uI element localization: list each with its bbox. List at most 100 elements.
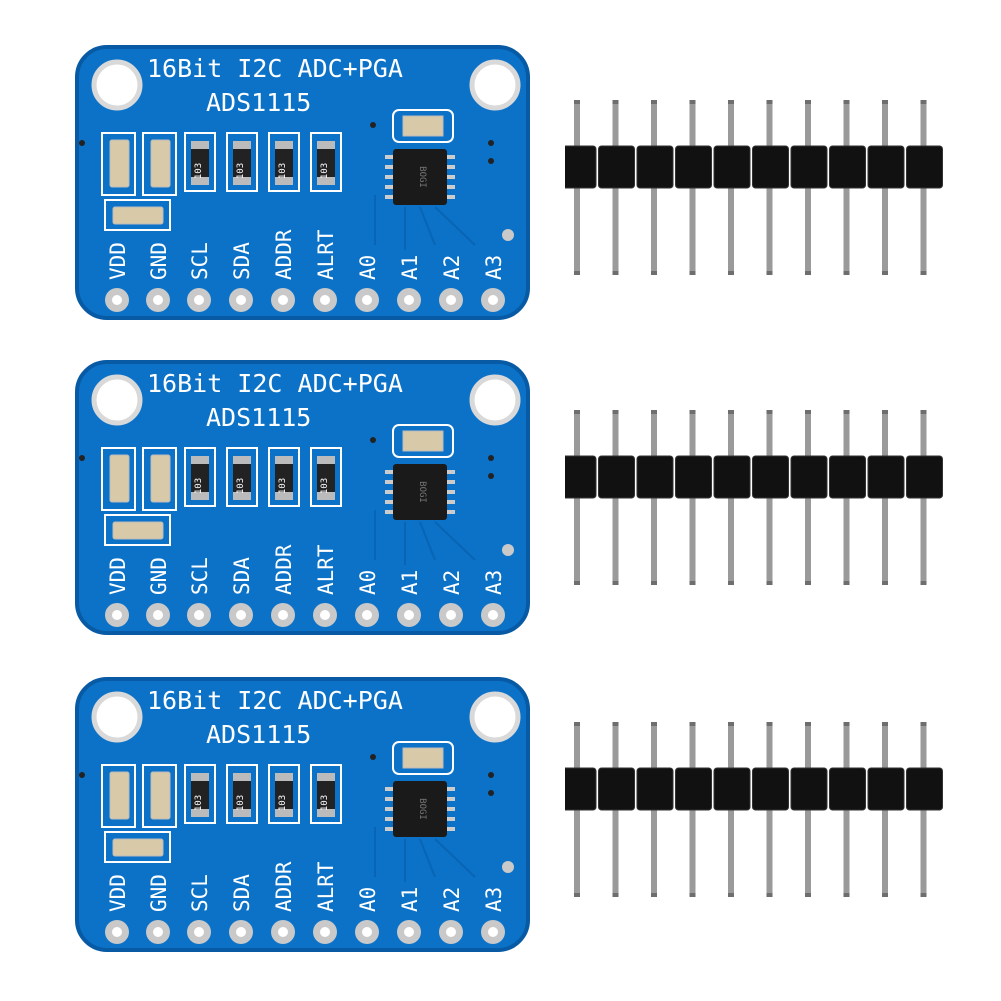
pin-label-addr: ADDR (272, 861, 296, 912)
pin-label-a1: A1 (398, 255, 422, 280)
pin-label-vdd: VDD (106, 242, 130, 280)
header-plastic-segment (867, 455, 905, 499)
adc-board-1: 16Bit I2C ADC+PGA ADS1115 103 103 103 10… (75, 45, 530, 320)
header-pin-tip (843, 893, 850, 897)
header-pin-tip (766, 893, 773, 897)
header-pin-tip (882, 410, 888, 414)
pcb: 16Bit I2C ADC+PGA ADS1115 103 103 103 10… (75, 360, 530, 635)
adc-board-2: 16Bit I2C ADC+PGA ADS1115 103 103 103 10… (75, 360, 530, 635)
header-plastic-segment (752, 145, 789, 189)
pin-label-a3: A3 (482, 887, 506, 912)
header-pin-tip (843, 581, 850, 585)
header-pin-tip (574, 100, 580, 104)
header-pin-tip (766, 722, 773, 726)
header-pin-tip (766, 410, 773, 414)
header-plastic-segment (675, 455, 712, 499)
pin-pads (105, 920, 505, 944)
pin-header-1 (565, 100, 950, 280)
header-pin-tip (689, 722, 696, 726)
pin-label-vdd: VDD (106, 557, 130, 595)
header-plastic-segment (598, 767, 635, 811)
pin-label-scl: SCL (188, 557, 212, 595)
resistor-code: 103 (236, 795, 246, 811)
resistor-code: 103 (278, 163, 288, 179)
pin-label-gnd: GND (147, 242, 171, 280)
header-pin-tip (882, 722, 888, 726)
header-plastic-segment (713, 455, 751, 499)
board-model: ADS1115 (206, 403, 311, 432)
header-plastic-segment (636, 767, 674, 811)
header-pin-tip (689, 271, 696, 275)
pin-label-sda: SDA (230, 242, 254, 280)
header-pin-tip (689, 581, 696, 585)
header-pin-tip (882, 893, 888, 897)
header-plastic-segment (565, 455, 597, 499)
mounting-hole-left (91, 691, 143, 743)
ads1115-chip (385, 464, 455, 520)
header-plastic-segment (565, 767, 597, 811)
board-model: ADS1115 (206, 88, 311, 117)
resistor-2 (226, 132, 258, 192)
header-pin-tip (805, 893, 811, 897)
resistor-code: 103 (320, 795, 330, 811)
header-pin-tip (882, 100, 888, 104)
resistor-code: 103 (320, 478, 330, 494)
header-pin-tip (728, 100, 734, 104)
pin-label-gnd: GND (147, 557, 171, 595)
pin-label-a2: A2 (440, 570, 464, 595)
board-model: ADS1115 (206, 720, 311, 749)
header-pin-tip (612, 722, 619, 726)
resistor-code: 103 (320, 163, 330, 179)
resistor-3 (268, 764, 300, 824)
pin-pads (105, 603, 505, 627)
header-plastic-segment (675, 767, 712, 811)
pin-label-sda: SDA (230, 874, 254, 912)
pin-label-a0: A0 (356, 887, 380, 912)
capacitor-horizontal (104, 831, 171, 863)
resistor-2 (226, 447, 258, 507)
header-pin-tip (728, 722, 734, 726)
header-pin-tip (689, 100, 696, 104)
header-plastic-segment (713, 767, 751, 811)
header-pin-tip (612, 893, 619, 897)
chip-marking: BOGI (417, 798, 427, 820)
capacitor-horizontal (104, 514, 171, 546)
header-pin-tip (920, 410, 927, 414)
pin-label-scl: SCL (188, 874, 212, 912)
header-plastic-segment (636, 145, 674, 189)
header-pin-tip (920, 100, 927, 104)
capacitor-chip (392, 741, 454, 775)
header-pin-tip (766, 271, 773, 275)
header-plastic-segment (906, 767, 943, 811)
board-title: 16Bit I2C ADC+PGA (147, 686, 403, 715)
pin-label-sda: SDA (230, 557, 254, 595)
header-pin-tip (689, 893, 696, 897)
resistor-code: 103 (194, 163, 204, 179)
header-pin-tip (805, 271, 811, 275)
header-pin-tip (843, 410, 850, 414)
header-pin-tip (612, 410, 619, 414)
pcb: 16Bit I2C ADC+PGA ADS1115 103 103 103 10… (75, 677, 530, 952)
mounting-hole-left (91, 59, 143, 111)
header-plastic-segment (790, 455, 828, 499)
capacitor-vdd (101, 764, 136, 828)
resistor-code: 103 (194, 478, 204, 494)
resistor-4 (310, 447, 342, 507)
mounting-hole-right (469, 374, 521, 426)
pin-label-a2: A2 (440, 255, 464, 280)
ads1115-chip (385, 149, 455, 205)
resistor-3 (268, 132, 300, 192)
capacitor-chip (392, 424, 454, 458)
capacitor-horizontal (104, 199, 171, 231)
header-plastic-segment (636, 455, 674, 499)
header-pin-tip (805, 100, 811, 104)
header-pin-tip (651, 100, 657, 104)
chip-marking: BOGI (417, 481, 427, 503)
header-plastic-segment (867, 767, 905, 811)
header-pin-tip (651, 410, 657, 414)
header-pin-tip (805, 581, 811, 585)
pin-header-3 (565, 722, 950, 902)
resistor-4 (310, 764, 342, 824)
header-pin-tip (920, 581, 927, 585)
adc-board-3: 16Bit I2C ADC+PGA ADS1115 103 103 103 10… (75, 677, 530, 952)
